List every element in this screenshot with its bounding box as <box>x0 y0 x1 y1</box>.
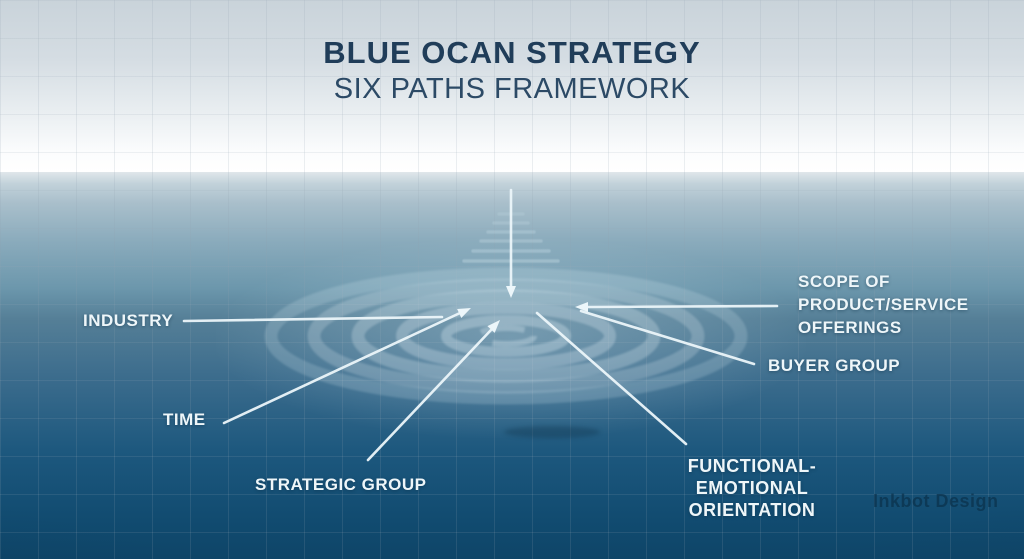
label-buyer-group: BUYER GROUP <box>768 356 901 375</box>
line-buyer-group <box>579 309 756 366</box>
label-scope-line3: OFFERINGS <box>798 318 902 337</box>
arrowhead-time-icon <box>457 308 471 318</box>
line-time <box>222 311 462 425</box>
sky-background <box>0 0 1024 172</box>
arrowhead-down-icon <box>506 286 516 298</box>
ripple-shadow <box>504 426 600 438</box>
label-time: TIME <box>163 410 206 429</box>
label-strategic-group: STRATEGIC GROUP <box>255 475 427 494</box>
path-lines <box>182 188 779 462</box>
arrowheads <box>457 286 588 333</box>
page-subtitle: SIX PATHS FRAMEWORK <box>333 72 691 105</box>
label-industry: INDUSTRY <box>83 311 174 330</box>
line-industry <box>182 315 444 323</box>
label-functional-emotional: FUNCTIONAL-EMOTIONAL ORIENTATION <box>640 455 864 521</box>
page-title: BLUE OCAN STRATEGY <box>323 35 701 70</box>
label-scope: SCOPE OF PRODUCT/SERVICE OFFERINGS <box>798 270 968 339</box>
title-block: BLUE OCAN STRATEGY SIX PATHS FRAMEWORK <box>0 35 1024 105</box>
line-scope <box>586 304 779 309</box>
arrowhead-scope-icon <box>575 302 588 312</box>
line-functional <box>535 311 688 446</box>
line-strategic-group <box>366 328 493 462</box>
ripple-rings <box>264 267 748 405</box>
label-functional-emotional-line2: ORIENTATION <box>688 500 816 520</box>
label-scope-line2: PRODUCT/SERVICE <box>798 295 969 314</box>
arrowhead-strategic-icon <box>487 320 500 333</box>
label-functional-emotional-line1: FUNCTIONAL-EMOTIONAL <box>687 456 817 498</box>
label-scope-line1: SCOPE OF <box>798 272 890 291</box>
watermark: Inkbot Design <box>873 491 999 511</box>
